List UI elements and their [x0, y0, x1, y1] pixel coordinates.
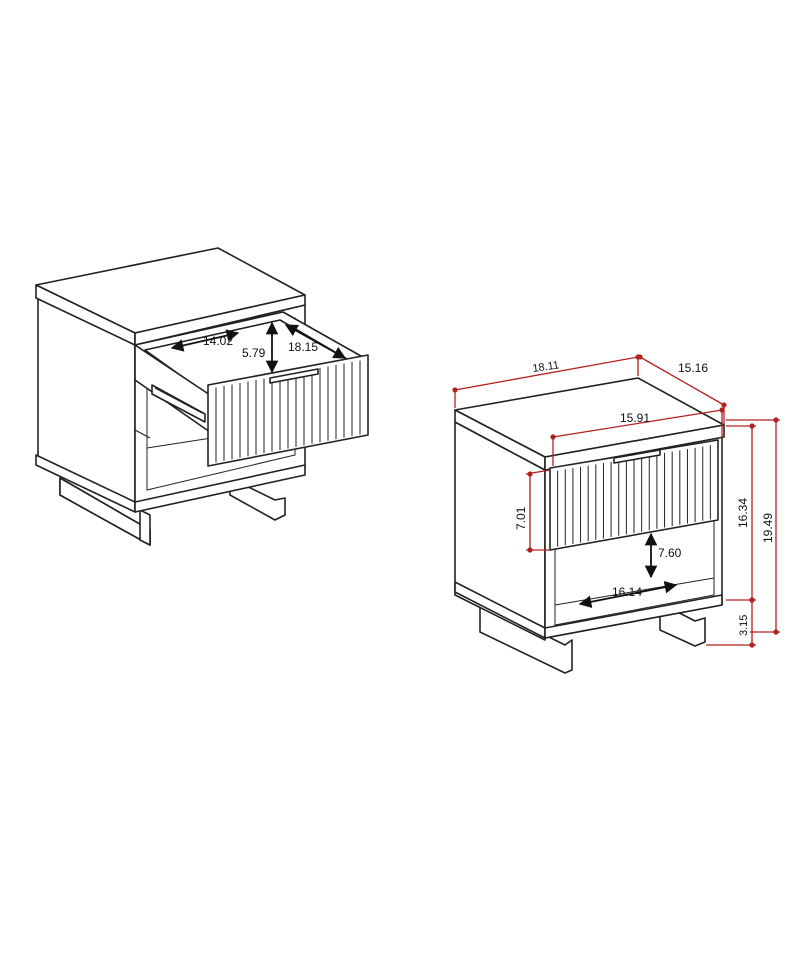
dim-overall-width [452, 354, 641, 393]
label-inner-height: 5.79 [242, 346, 266, 360]
label-overall-depth: 15.16 [678, 361, 708, 375]
label-shelf-width: 16.14 [612, 585, 642, 599]
right-nightstand: 18.11 15.16 15.91 7.01 7.60 16.14 16.34 … [452, 354, 780, 674]
dim-overall-depth [637, 354, 727, 408]
arrow-inner-width [170, 329, 240, 352]
dim-drawer-width [550, 407, 725, 440]
label-shelf-clearance: 7.60 [658, 546, 682, 560]
label-body-height: 16.34 [736, 498, 750, 528]
label-overall-height: 19.49 [761, 513, 775, 543]
left-nightstand: 14.02 5.79 18.15 [35, 247, 369, 546]
arrow-inner-depth [284, 324, 347, 359]
right-leg-front [479, 602, 573, 674]
left-drawer-flutes [215, 360, 361, 463]
label-drawer-width: 15.91 [620, 411, 650, 425]
arrow-shelf-width [578, 581, 678, 608]
label-inner-depth: 18.15 [288, 340, 318, 354]
right-handle [613, 449, 661, 464]
left-handle [269, 368, 319, 384]
label-inner-width: 14.02 [203, 334, 233, 348]
label-leg-height: 3.15 [738, 615, 750, 636]
label-overall-width: 18.11 [532, 359, 560, 375]
right-drawer-flutes [557, 445, 711, 547]
label-drawer-height: 7.01 [514, 506, 528, 530]
